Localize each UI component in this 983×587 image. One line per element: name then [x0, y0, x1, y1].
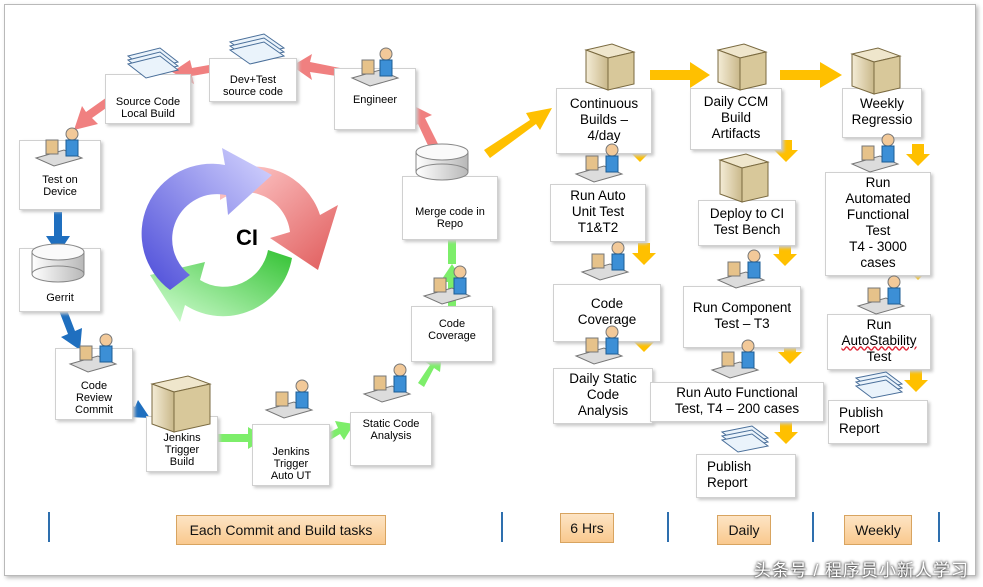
workstation-icon [580, 241, 630, 281]
timeline-tick [812, 512, 814, 542]
node-deploy-to-ci-test-bench: Deploy to CI Test Bench [698, 200, 796, 246]
timeline-six-hrs: 6 Hrs [560, 513, 614, 543]
node-label: Run Auto Functional Test, T4 – 200 cases [674, 384, 800, 416]
node-code-review-commit: Code Review Commit [55, 348, 133, 420]
node-label: Code Review Commit [75, 380, 113, 416]
document-stack-icon [228, 33, 286, 65]
node-label: Daily CCM Build Artifacts [703, 93, 769, 141]
node-weekly-regression: Weekly Regressio [842, 88, 922, 138]
node-label-test: Test [866, 348, 892, 364]
server-icon [584, 43, 636, 91]
timeline-each-commit: Each Commit and Build tasks [176, 515, 386, 545]
node-label: Source Code Local Build [115, 96, 181, 120]
node-label: Gerrit [46, 292, 74, 304]
node-test-on-device: Test on Device [19, 140, 101, 210]
node-label: Run Automated Functional Test T4 - 3000 … [845, 174, 911, 270]
node-label: Engineer [352, 94, 398, 106]
document-stack-icon [854, 371, 904, 399]
timeline-tick [501, 512, 503, 542]
workstation-icon [350, 47, 400, 87]
node-run-automated-functional-test: Run Automated Functional Test T4 - 3000 … [825, 172, 931, 276]
workstation-icon [264, 379, 314, 419]
node-publish-report-weekly: Publish Report [828, 400, 928, 444]
node-label: Continuous Builds – 4/day [569, 95, 639, 143]
node-daily-ccm-build-artifacts: Daily CCM Build Artifacts [690, 88, 782, 150]
node-run-auto-functional-test: Run Auto Functional Test, T4 – 200 cases [650, 382, 824, 422]
node-label: Merge code in Repo [415, 206, 485, 230]
node-run-autostability-test: Run AutoStability Test [827, 314, 931, 370]
database-icon [415, 143, 469, 181]
workstation-icon [422, 265, 472, 305]
node-label: Publish Report [707, 458, 752, 490]
node-label: Code Coverage [577, 295, 637, 327]
workstation-icon [574, 325, 624, 365]
node-label: Daily Static Code Analysis [569, 370, 637, 418]
timeline-tick [667, 512, 669, 542]
workstation-icon [362, 363, 412, 403]
node-label: Code Coverage [428, 318, 476, 342]
database-icon [31, 243, 85, 283]
workstation-icon [68, 333, 118, 373]
workstation-icon [716, 249, 766, 289]
node-label: Static Code Analysis [362, 418, 420, 442]
timeline-daily: Daily [717, 515, 771, 545]
document-stack-icon [720, 425, 770, 453]
node-label: Publish Report [839, 404, 884, 436]
node-label: Jenkins Trigger Build [163, 432, 201, 468]
cycle-arrow-green [150, 250, 292, 322]
ci-cycle-graphic [141, 148, 338, 322]
node-label: Run Auto Unit Test T1&T2 [570, 187, 626, 235]
node-label: Test on Device [42, 174, 78, 198]
node-run-component-test: Run Component Test – T3 [683, 286, 801, 348]
node-daily-static-code-analysis: Daily Static Code Analysis [553, 368, 653, 424]
server-icon [850, 47, 902, 95]
workstation-icon [574, 143, 624, 183]
node-label: Run Component Test – T3 [692, 299, 792, 331]
node-label: Weekly Regressio [851, 95, 913, 127]
workstation-icon [856, 275, 906, 315]
workstation-icon [34, 127, 84, 167]
node-label: Dev+Test source code [223, 74, 283, 98]
server-icon [718, 153, 770, 203]
node-label-autostability: AutoStability [841, 332, 917, 348]
watermark: 头条号 / 程序员小新人学习 [753, 561, 969, 580]
node-run-auto-unit-test: Run Auto Unit Test T1&T2 [550, 184, 646, 242]
node-label: Deploy to CI Test Bench [709, 205, 785, 237]
node-code-coverage-small: Code Coverage [411, 306, 493, 362]
timeline-weekly: Weekly [844, 515, 912, 545]
node-label-run: Run [866, 316, 892, 332]
node-static-code-analysis-small: Static Code Analysis [350, 412, 432, 466]
node-dev-test-source-code: Dev+Test source code [209, 58, 297, 102]
node-merge-code-in-repo: Merge code in Repo [402, 176, 498, 240]
document-stack-icon [126, 47, 180, 79]
timeline-tick [938, 512, 940, 542]
node-publish-report-daily: Publish Report [696, 454, 796, 498]
ci-label: CI [236, 225, 258, 250]
workstation-icon [710, 339, 760, 379]
node-jenkins-trigger-auto-ut: Jenkins Trigger Auto UT [252, 424, 330, 486]
timeline-tick [48, 512, 50, 542]
server-icon [150, 375, 212, 433]
server-icon [716, 43, 768, 91]
node-continuous-builds: Continuous Builds – 4/day [556, 88, 652, 154]
cycle-arrow-blue [141, 148, 272, 290]
node-label: Jenkins Trigger Auto UT [270, 446, 312, 482]
workstation-icon [850, 133, 900, 173]
